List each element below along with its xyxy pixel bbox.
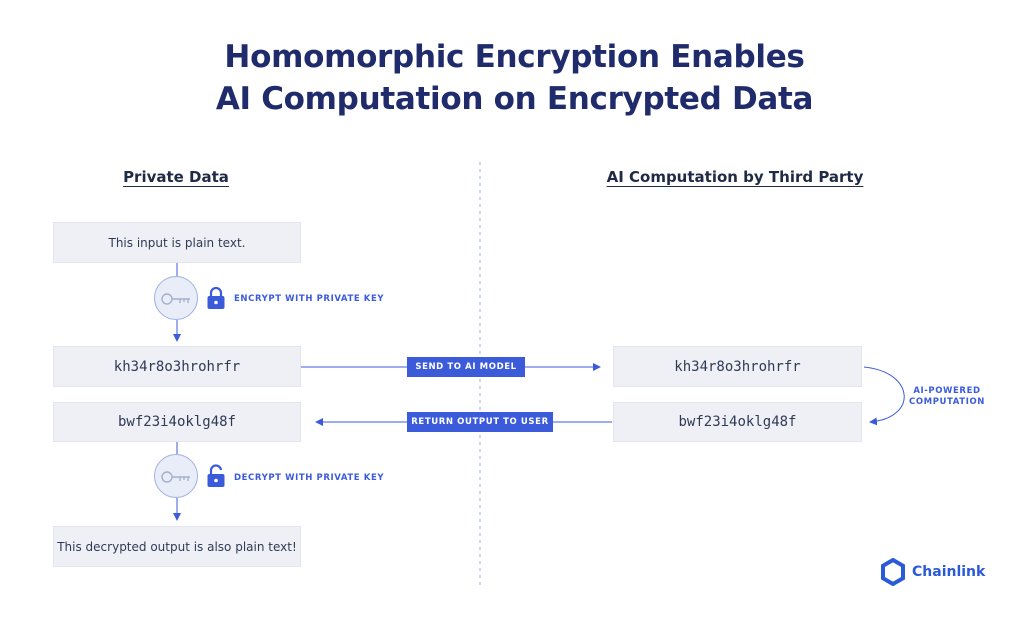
ai-label-line-2: COMPUTATION <box>908 397 985 407</box>
ai-computation-label: AI-POWERED COMPUTATION <box>906 386 988 408</box>
ai-label-line-1: AI-POWERED <box>913 386 981 396</box>
computed-data-box: bwf23i4oklg48f <box>613 402 862 442</box>
return-output-pill: RETURN OUTPUT TO USER <box>407 412 553 432</box>
return-label: RETURN OUTPUT TO USER <box>411 417 549 427</box>
send-label: SEND TO AI MODEL <box>415 362 517 372</box>
key-icon <box>161 293 190 305</box>
encrypt-key-circle <box>154 276 198 320</box>
lock-closed-icon <box>207 286 225 309</box>
page-title-line-1: Homomorphic Encryption Enables <box>224 39 805 75</box>
ai-computation-curve <box>863 366 905 426</box>
chainlink-brand-name: Chainlink <box>912 564 986 580</box>
computed-value: bwf23i4oklg48f <box>678 414 797 430</box>
lock-open-icon <box>207 464 225 487</box>
chainlink-logo-icon <box>881 558 905 586</box>
decrypted-output-box: This decrypted output is also plain text… <box>53 526 301 567</box>
send-to-ai-model-pill: SEND TO AI MODEL <box>407 357 525 377</box>
returned-data-box: bwf23i4oklg48f <box>53 402 301 442</box>
decrypt-key-circle <box>154 454 198 498</box>
plain-input-box: This input is plain text. <box>53 222 301 263</box>
page-title-line-2: AI Computation on Encrypted Data <box>215 81 814 117</box>
decrypted-output-text: This decrypted output is also plain text… <box>57 539 297 554</box>
returned-value: bwf23i4oklg48f <box>117 414 236 430</box>
private-data-heading: Private Data <box>123 168 229 186</box>
decrypt-label: DECRYPT WITH PRIVATE KEY <box>234 473 385 483</box>
plain-input-text: This input is plain text. <box>108 235 246 250</box>
key-icon <box>161 471 190 483</box>
third-party-heading: AI Computation by Third Party <box>606 168 864 186</box>
received-value: kh34r8o3hrohrfr <box>674 358 801 375</box>
encrypt-label: ENCRYPT WITH PRIVATE KEY <box>234 294 385 304</box>
encrypted-value: kh34r8o3hrohrfr <box>113 358 241 375</box>
encrypted-data-box: kh34r8o3hrohrfr <box>53 346 301 387</box>
received-data-box: kh34r8o3hrohrfr <box>613 346 862 387</box>
